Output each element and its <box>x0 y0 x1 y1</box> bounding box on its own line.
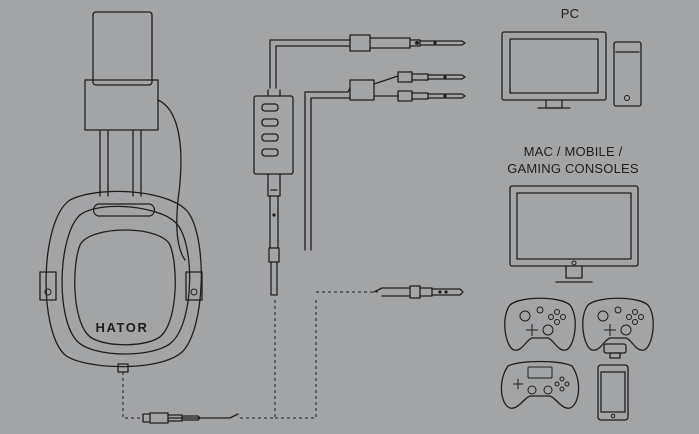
mac-monitor-icon <box>509 185 639 283</box>
mac-label-line-2: GAMING CONSOLES <box>507 161 639 176</box>
xbox-controller-icon <box>504 297 576 351</box>
mac-label-line-1: MAC / MOBILE / <box>523 144 623 159</box>
pc-icon <box>501 31 642 109</box>
pc-label: PC <box>560 6 580 21</box>
cable-routing <box>122 291 378 419</box>
xbox360-controller-icon <box>582 297 654 359</box>
headset <box>39 11 203 373</box>
playstation-controller-icon <box>500 360 580 409</box>
headset-plug <box>142 412 239 424</box>
smartphone-icon <box>597 364 629 421</box>
brand-logo: HATOR <box>95 320 148 335</box>
mac-mobile-consoles-label: MAC / MOBILE / GAMING CONSOLES <box>498 143 648 177</box>
inline-control <box>253 34 466 296</box>
mobile-plug <box>373 285 464 299</box>
